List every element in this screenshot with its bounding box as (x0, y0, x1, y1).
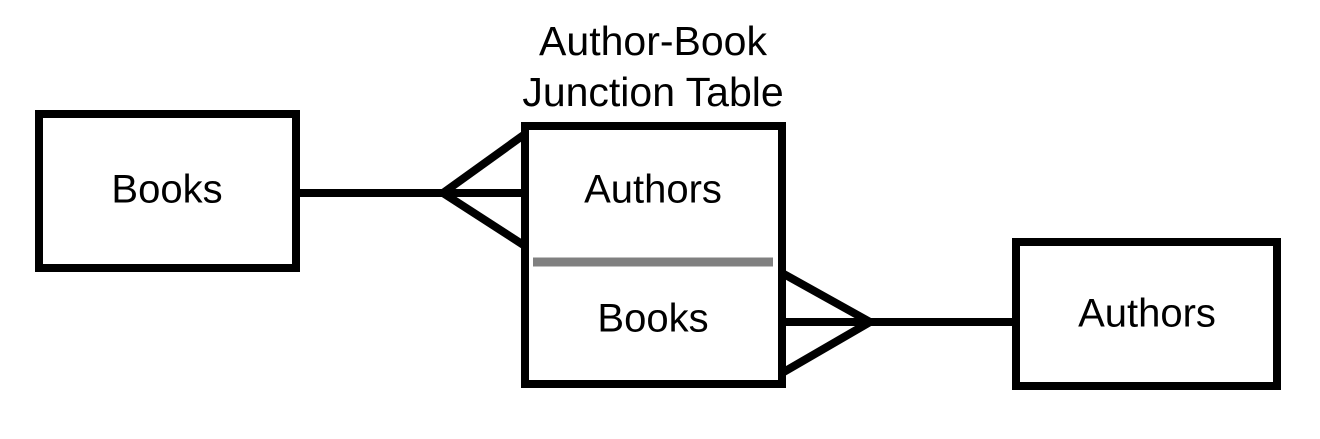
crowsfoot-upper-prong-right (780, 269, 872, 326)
crowsfoot-lower-prong-right (779, 318, 873, 377)
entity-label-books-left: Books (111, 168, 222, 212)
junction-title-line-1: Author-Book (539, 18, 767, 64)
junction-cell-label-books: Books (597, 297, 708, 341)
entity-box-junction-table[interactable] (521, 122, 786, 388)
crowsfoot-lower-prong-left (440, 189, 528, 250)
junction-cell-label-authors: Authors (584, 168, 722, 212)
entity-box-books-left[interactable] (35, 110, 300, 272)
entity-box-authors-right[interactable] (1012, 238, 1281, 390)
crowsfoot-upper-prong-left (440, 130, 528, 197)
entity-label-authors-right: Authors (1078, 292, 1216, 336)
junction-title-line-2: Junction Table (522, 69, 783, 115)
